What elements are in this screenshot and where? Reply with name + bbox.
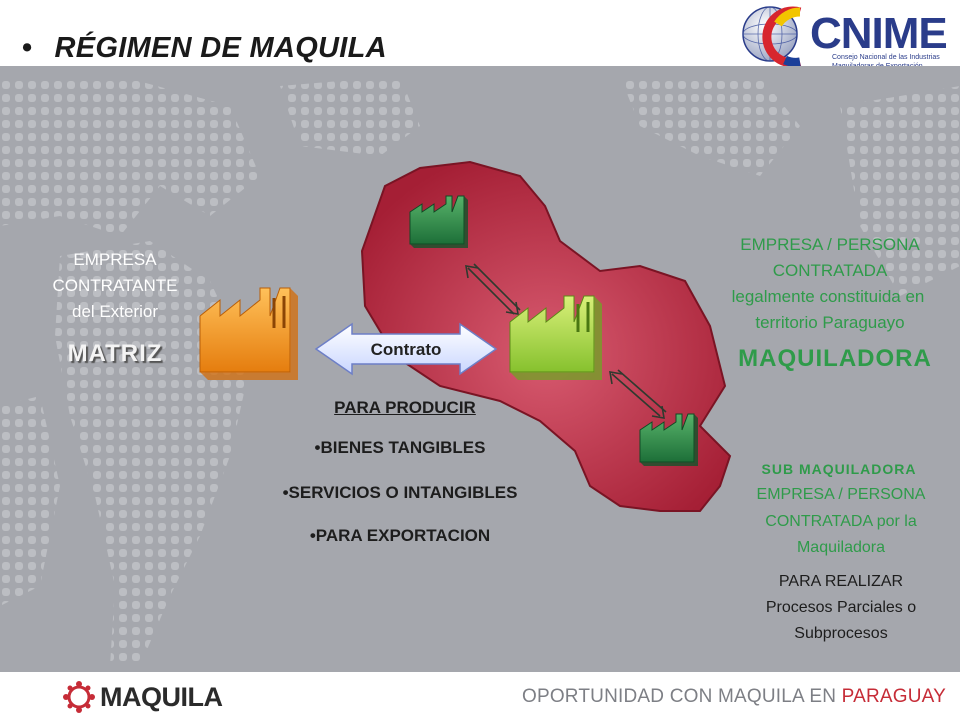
sub-maquiladora-line1: EMPRESA / PERSONA bbox=[756, 486, 926, 503]
background-art bbox=[0, 76, 960, 666]
factory-icon bbox=[199, 287, 298, 380]
purpose-item: •SERVICIOS O INTANGIBLES bbox=[282, 483, 518, 502]
purpose-item: •PARA EXPORTACION bbox=[309, 526, 491, 545]
maquila-brand: MAQUILA bbox=[62, 681, 223, 713]
tagline-accent: PARAGUAY bbox=[841, 686, 946, 707]
sub-task-line1: PARA REALIZAR bbox=[778, 573, 904, 590]
title-bullet: • bbox=[22, 32, 33, 64]
cnime-wordmark: CNIME bbox=[810, 9, 947, 58]
cnime-logo: CNIME Consejo Nacional de las Industrias… bbox=[742, 6, 948, 70]
cnime-line1: Consejo Nacional de las Industrias bbox=[832, 54, 940, 61]
maquiladora-line4: territorio Paraguayo bbox=[755, 313, 905, 332]
maquiladora-line3: legalmente constituida en bbox=[731, 287, 925, 306]
purpose-heading: PARA PRODUCIR bbox=[334, 398, 476, 417]
maquiladora-line1: EMPRESA / PERSONA bbox=[740, 235, 920, 254]
maquiladora-line2: CONTRATADA bbox=[772, 261, 888, 280]
sub-maquiladora-line3: Maquiladora bbox=[796, 539, 886, 556]
double-arrow-icon bbox=[609, 369, 667, 419]
matriz-name: MATRIZ bbox=[67, 340, 163, 367]
maquila-logo-icon bbox=[63, 681, 95, 713]
maquila-wordmark: MAQUILA bbox=[100, 681, 223, 712]
double-arrow-icon bbox=[465, 263, 521, 315]
footer-tagline: OPORTUNIDAD CON MAQUILA EN PARAGUAY bbox=[522, 686, 946, 708]
contract-label: Contrato bbox=[370, 340, 442, 359]
sub-task-line2: Procesos Parciales o bbox=[765, 599, 917, 616]
factory-icon bbox=[509, 295, 602, 380]
factory-icon bbox=[409, 195, 468, 248]
diagram-canvas bbox=[0, 66, 960, 672]
sub-maquiladora-line2: CONTRATADA por la bbox=[765, 513, 917, 530]
factory-icon bbox=[639, 413, 698, 466]
matriz-line1: EMPRESA bbox=[73, 250, 157, 269]
matriz-line2: CONTRATANTE bbox=[52, 276, 178, 295]
slide-footer bbox=[0, 672, 960, 720]
purpose-item: •BIENES TANGIBLES bbox=[314, 438, 486, 457]
tagline-main: OPORTUNIDAD CON MAQUILA EN bbox=[521, 686, 842, 707]
slide-title: • RÉGIMEN DE MAQUILA bbox=[22, 32, 387, 65]
title-text: RÉGIMEN DE MAQUILA bbox=[54, 32, 387, 64]
maquiladora-name: MAQUILADORA bbox=[738, 345, 932, 372]
matriz-line3: del Exterior bbox=[72, 302, 158, 321]
contract-arrow-icon bbox=[314, 322, 498, 376]
sub-maquiladora-name: SUB MAQUILADORA bbox=[761, 461, 917, 477]
sub-task-line3: Subprocesos bbox=[794, 625, 888, 642]
